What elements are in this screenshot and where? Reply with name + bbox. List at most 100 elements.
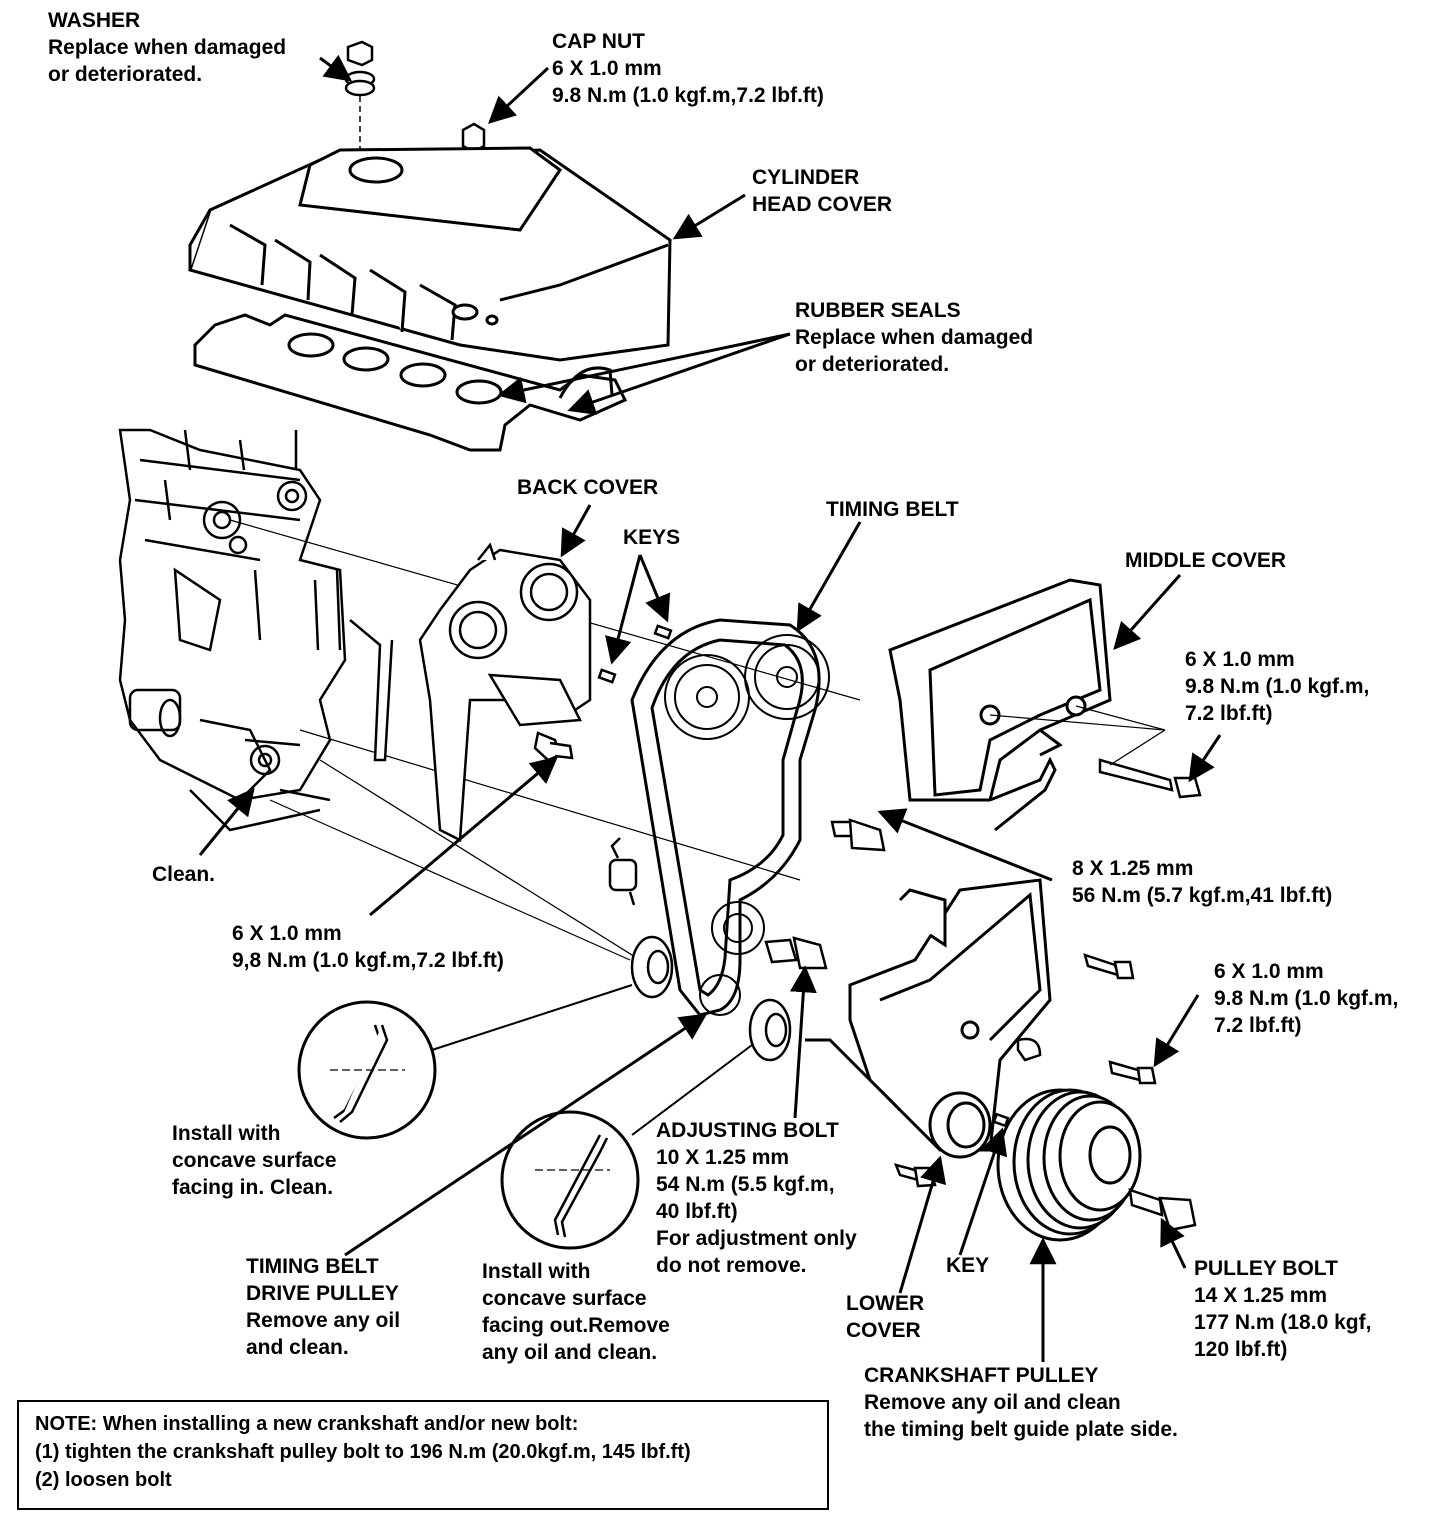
washer-title: WASHER [48, 9, 141, 32]
leader-arrows [198, 54, 1222, 1362]
guide-plate-part [748, 998, 792, 1062]
install-out-line-2: concave surface [482, 1287, 647, 1310]
pulley-bolt-label: PULLEY BOLT 14 X 1.25 mm 177 N.m (18.0 k… [1194, 1255, 1371, 1363]
pulley-bolt-torque-1: 177 N.m (18.0 kgf, [1194, 1311, 1372, 1334]
install-out-line-4: any oil and clean. [482, 1341, 658, 1364]
install-in-label: Install with concave surface facing in. … [172, 1120, 337, 1201]
keys-label: KEYS [623, 524, 680, 551]
drive-pulley-note-1: Remove any oil [246, 1309, 401, 1332]
back-cover-bolt-label: 6 X 1.0 mm 9,8 N.m (1.0 kgf.m,7.2 lbf.ft… [232, 920, 504, 974]
middle-cover-bolt-part [1098, 758, 1202, 799]
washer-nut-part [344, 40, 376, 160]
lower-cover-bolts-part [893, 953, 1157, 1188]
tensioner-bolt-part [830, 818, 886, 852]
adjusting-bolt-size: 10 X 1.25 mm [656, 1146, 790, 1169]
install-in-line-2: concave surface [172, 1149, 337, 1172]
adjusting-bolt-torque-1: 54 N.m (5.5 kgf.m, [656, 1173, 835, 1196]
adjusting-bolt-note-1: For adjustment only [656, 1227, 857, 1250]
adjusting-bolt-label: ADJUSTING BOLT 10 X 1.25 mm 54 N.m (5.5 … [656, 1117, 857, 1279]
washer-note-1: Replace when damaged [48, 36, 287, 59]
middle-cover-bolt-size: 6 X 1.0 mm [1185, 648, 1295, 671]
adjusting-bolt-title: ADJUSTING BOLT [656, 1119, 839, 1142]
crankshaft-pulley-label: CRANKSHAFT PULLEY Remove any oil and cle… [864, 1362, 1178, 1443]
middle-cover-label: MIDDLE COVER [1125, 547, 1286, 574]
lower-cover-bolt-torque-1: 9.8 N.m (1.0 kgf.m, [1214, 987, 1399, 1010]
lower-cover-part [805, 878, 1052, 1159]
cap-nut-torque: 9.8 N.m (1.0 kgf.m,7.2 lbf.ft) [552, 84, 824, 107]
rubber-seals-note-2: or deteriorated. [795, 353, 950, 376]
pulley-bolt-size: 14 X 1.25 mm [1194, 1284, 1328, 1307]
back-cover-bolt-part [533, 731, 574, 762]
lower-cover-bolt-size: 6 X 1.0 mm [1214, 960, 1324, 983]
cap-nut-title: CAP NUT [552, 30, 645, 53]
engine-block-part [118, 428, 347, 832]
install-in-line-3: facing in. Clean. [172, 1176, 334, 1199]
note-box: NOTE: When installing a new crankshaft a… [17, 1400, 829, 1510]
adjusting-bolt-torque-2: 40 lbf.ft) [656, 1200, 738, 1223]
cap-nut-label: CAP NUT 6 X 1.0 mm 9.8 N.m (1.0 kgf.m,7.… [552, 28, 824, 109]
drive-pulley-label: TIMING BELT DRIVE PULLEY Remove any oil … [246, 1253, 400, 1361]
cylinder-head-cover-part [188, 146, 672, 362]
pulley-bolt-title: PULLEY BOLT [1194, 1257, 1338, 1280]
lower-cover-bolt-torque-2: 7.2 lbf.ft) [1214, 1014, 1302, 1037]
install-out-line-3: facing out.Remove [482, 1314, 670, 1337]
crankshaft-pulley-note-1: Remove any oil and clean [864, 1391, 1121, 1414]
rubber-seals-title: RUBBER SEALS [795, 299, 961, 322]
clean-label: Clean. [152, 861, 215, 888]
washer-note-2: or deteriorated. [48, 63, 203, 86]
key-label: KEY [946, 1252, 989, 1279]
adjusting-bolt-part [764, 936, 828, 970]
cylinder-head-cover-label: CYLINDER HEAD COVER [752, 164, 892, 218]
back-cover-bolt-size: 6 X 1.0 mm [232, 922, 342, 945]
clean-text: Clean. [152, 863, 216, 886]
drive-pulley-washer-part [630, 935, 674, 999]
key-part [992, 1112, 1010, 1128]
timing-belt-part [630, 618, 830, 1017]
crankshaft-pulley-part [996, 1088, 1142, 1242]
tensioner-bolt-label: 8 X 1.25 mm 56 N.m (5.7 kgf.m,41 lbf.ft) [1072, 855, 1332, 909]
drive-pulley-note-2: and clean. [246, 1336, 349, 1359]
lower-cover-label: LOWER COVER [846, 1290, 924, 1344]
middle-cover-bolt-torque-1: 9.8 N.m (1.0 kgf.m, [1185, 675, 1370, 698]
middle-cover-part [888, 578, 1112, 832]
note-line-3: (2) loosen bolt [35, 1469, 172, 1491]
tensioner-spring-part [608, 837, 638, 906]
install-in-line-1: Install with [172, 1122, 281, 1145]
back-cover-title: BACK COVER [517, 476, 659, 499]
rubber-seals-note-1: Replace when damaged [795, 326, 1034, 349]
lower-cover-title-1: LOWER [846, 1292, 925, 1315]
keys-part [597, 624, 673, 684]
install-out-label: Install with concave surface facing out.… [482, 1258, 670, 1366]
key-title: KEY [946, 1254, 990, 1277]
washer-label: WASHER Replace when damaged or deteriora… [48, 7, 286, 88]
crankshaft-pulley-title: CRANKSHAFT PULLEY [864, 1364, 1099, 1387]
lower-cover-title-2: COVER [846, 1319, 921, 1342]
drive-pulley-title-2: DRIVE PULLEY [246, 1282, 399, 1305]
middle-cover-title: MIDDLE COVER [1125, 549, 1287, 572]
middle-cover-bolt-label: 6 X 1.0 mm 9.8 N.m (1.0 kgf.m, 7.2 lbf.f… [1185, 646, 1369, 727]
tensioner-bolt-torque: 56 N.m (5.7 kgf.m,41 lbf.ft) [1072, 884, 1333, 907]
install-out-line-1: Install with [482, 1260, 591, 1283]
rubber-seals-label: RUBBER SEALS Replace when damaged or det… [795, 297, 1033, 378]
note-line-1: NOTE: When installing a new crankshaft a… [35, 1413, 579, 1435]
back-cover-label: BACK COVER [517, 474, 658, 501]
back-cover-part [349, 542, 592, 842]
guide-part [1016, 1037, 1042, 1062]
keys-title: KEYS [623, 526, 681, 549]
middle-cover-bolt-torque-2: 7.2 lbf.ft) [1185, 702, 1273, 725]
detail-circle-in [297, 1000, 437, 1140]
crankshaft-pulley-note-2: the timing belt guide plate side. [864, 1418, 1178, 1441]
drive-pulley-title-1: TIMING BELT [246, 1255, 379, 1278]
cylinder-head-cover-line-2: HEAD COVER [752, 193, 893, 216]
cylinder-head-cover-line-1: CYLINDER [752, 166, 860, 189]
note-line-2: (1) tighten the crankshaft pulley bolt t… [35, 1441, 691, 1463]
timing-belt-label: TIMING BELT [826, 496, 959, 523]
lower-cover-bolt-label: 6 X 1.0 mm 9.8 N.m (1.0 kgf.m, 7.2 lbf.f… [1214, 958, 1398, 1039]
tensioner-bolt-size: 8 X 1.25 mm [1072, 857, 1194, 880]
pulley-bolt-torque-2: 120 lbf.ft) [1194, 1338, 1288, 1361]
note-text: NOTE: When installing a new crankshaft a… [35, 1410, 691, 1494]
cap-nut-size: 6 X 1.0 mm [552, 57, 662, 80]
back-cover-bolt-torque: 9,8 N.m (1.0 kgf.m,7.2 lbf.ft) [232, 949, 504, 972]
timing-belt-title: TIMING BELT [826, 498, 959, 521]
